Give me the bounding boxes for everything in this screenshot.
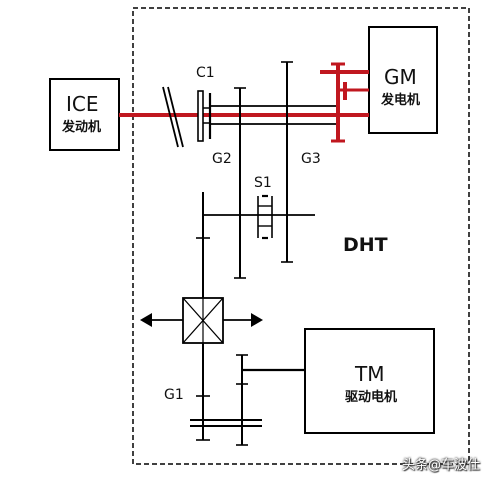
- gear-g3-label: G3: [301, 151, 321, 167]
- ice-subtitle: 发动机: [62, 120, 102, 135]
- torsional-damper: [162, 86, 179, 148]
- gear-g1-label: G1: [164, 387, 184, 403]
- gear-g2-label: G2: [212, 151, 232, 167]
- ice-title: ICE: [66, 92, 99, 116]
- torsional-damper-edge: [167, 86, 184, 148]
- ice-box: [49, 78, 120, 151]
- clutch-c1-plate-left: [197, 90, 204, 142]
- system-label: DHT: [343, 234, 388, 256]
- tm-title: TM: [355, 362, 385, 386]
- gm-subtitle: 发电机: [381, 93, 421, 108]
- axle-right-arrow: [251, 313, 263, 327]
- tm-subtitle: 驱动电机: [345, 390, 398, 405]
- dht-boundary: [132, 7, 470, 465]
- gm-box: [368, 26, 438, 134]
- synchronizer-s1-label: S1: [254, 175, 272, 191]
- gm-title: GM: [384, 65, 417, 89]
- watermark: 头条@车波仕: [402, 458, 481, 473]
- clutch-c1-label: C1: [196, 65, 215, 81]
- axle-left-arrow: [140, 313, 152, 327]
- tm-box: [304, 328, 435, 434]
